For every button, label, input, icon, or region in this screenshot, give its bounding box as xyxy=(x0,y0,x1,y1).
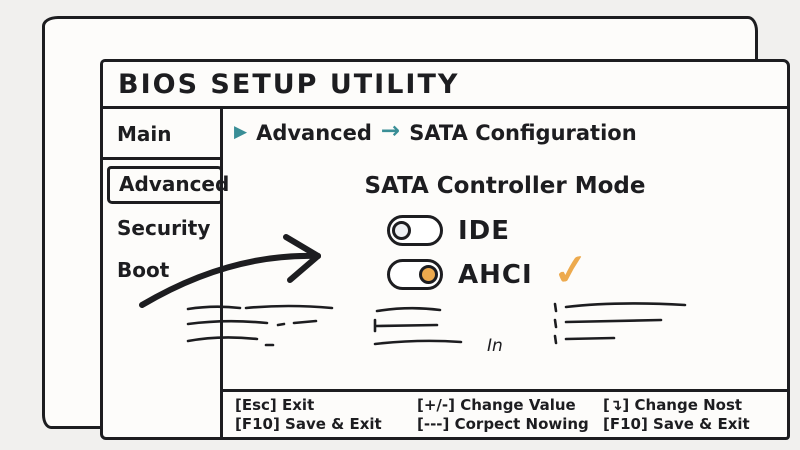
option-row-ahci: AHCI ✓ xyxy=(387,242,592,298)
breadcrumb-section[interactable]: Advanced xyxy=(256,121,372,145)
window-title: BIOS SETUP UTILITY xyxy=(118,68,460,100)
breadcrumb-pointer-icon: ▶ xyxy=(234,122,248,142)
hotkey-col-left: [Esc] Exit [F10] Save & Exit xyxy=(235,396,417,437)
title-bar: BIOS SETUP UTILITY xyxy=(103,62,787,109)
hotkey-corpect-nowing: [---] Corpect Nowing xyxy=(417,415,589,433)
option-row-ide: IDE xyxy=(387,215,510,246)
placeholder-lines: In xyxy=(186,302,687,356)
ide-toggle[interactable] xyxy=(387,215,443,246)
ide-toggle-knob xyxy=(392,221,411,240)
hotkey-esc-exit: [Esc] Exit xyxy=(235,396,315,414)
hotkey-col-mid: [+/-] Change Value [---] Corpect Nowing xyxy=(417,396,603,437)
ahci-toggle-knob xyxy=(419,265,438,284)
window-body: Main Advanced Security Boot ▶ Advanced →… xyxy=(103,109,787,437)
sidebar-item-main[interactable]: Main xyxy=(103,109,220,160)
ahci-label: AHCI xyxy=(458,259,533,290)
ahci-toggle[interactable] xyxy=(387,259,443,290)
outer-frame: BIOS SETUP UTILITY Main Advanced Securit… xyxy=(42,16,790,440)
breadcrumb: ▶ Advanced → SATA Configuration xyxy=(234,118,637,146)
hotkey-col-right: [↴] Change Nost [F10] Save & Exit xyxy=(603,396,787,437)
section-heading: SATA Controller Mode xyxy=(364,173,646,199)
check-icon: ✓ xyxy=(549,242,592,298)
ide-label: IDE xyxy=(458,215,511,246)
stray-note: In xyxy=(487,336,503,356)
sidebar: Main Advanced Security Boot xyxy=(103,109,229,437)
pointer-arrow-icon xyxy=(139,234,321,308)
content-area: ▶ Advanced → SATA Configuration SATA Con… xyxy=(223,109,787,389)
breadcrumb-arrow-icon: → xyxy=(380,118,401,144)
hotkey-f10-save-exit-2: [F10] Save & Exit xyxy=(603,415,750,433)
sidebar-item-boot[interactable]: Boot xyxy=(117,258,170,282)
hotkey-change-nost: [↴] Change Nost xyxy=(603,396,743,414)
hotkey-f10-save-exit: [F10] Save & Exit xyxy=(235,415,382,433)
sidebar-item-advanced[interactable]: Advanced xyxy=(107,166,229,204)
hotkey-change-value: [+/-] Change Value xyxy=(417,396,576,414)
bios-window: BIOS SETUP UTILITY Main Advanced Securit… xyxy=(100,59,790,440)
sidebar-item-security[interactable]: Security xyxy=(117,216,211,240)
main-panel: ▶ Advanced → SATA Configuration SATA Con… xyxy=(223,109,787,437)
breadcrumb-page: SATA Configuration xyxy=(409,121,637,145)
hotkey-bar: [Esc] Exit [F10] Save & Exit [+/-] Chang… xyxy=(223,389,787,437)
